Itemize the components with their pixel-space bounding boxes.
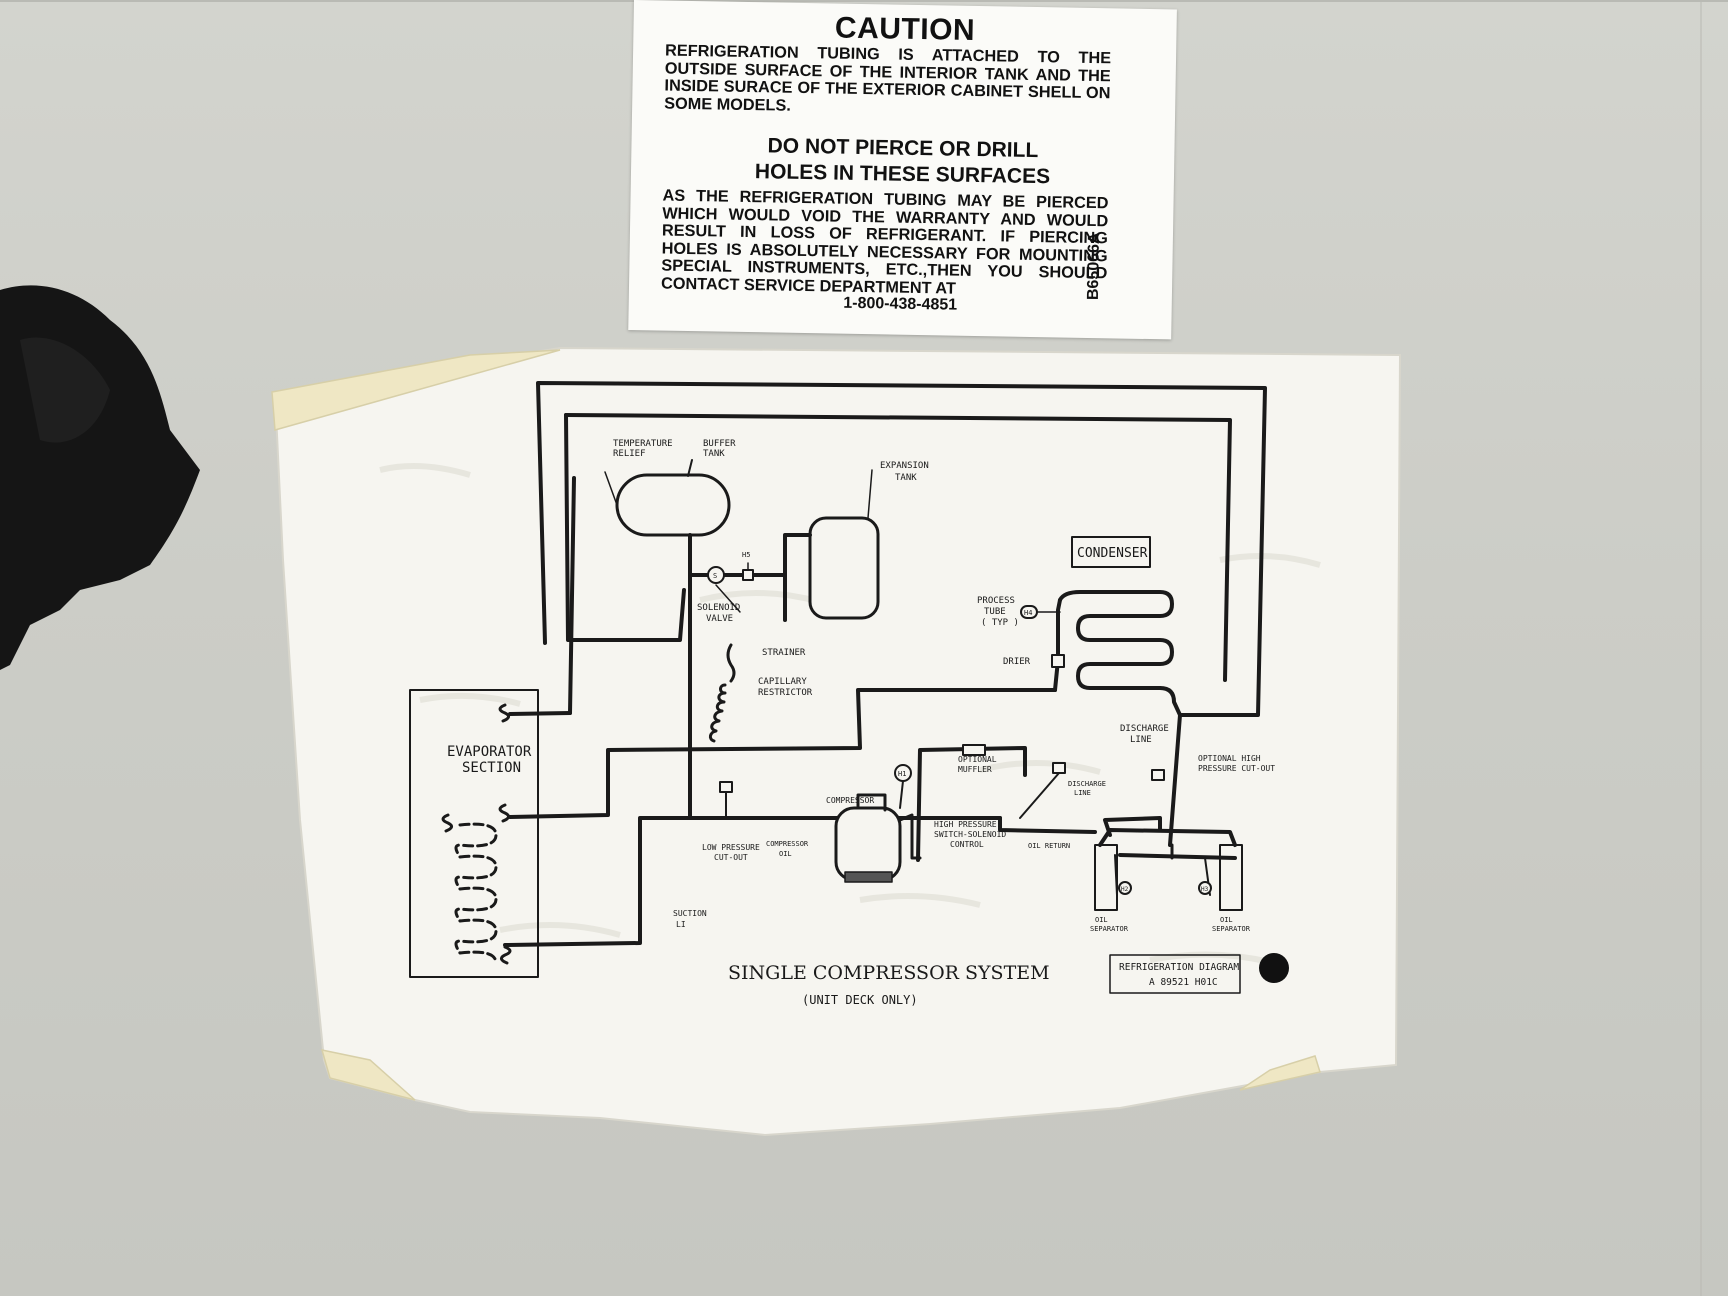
oil-separator-right [1219, 844, 1243, 911]
outer-return-line [536, 381, 1267, 847]
label-strainer: STRAINER [762, 648, 806, 658]
label-capillary-2: RESTRICTOR [758, 688, 813, 698]
expansion-tank [808, 516, 880, 620]
tape-bottom-right [1239, 1055, 1321, 1091]
label-compressor-oil: COMPRESSOR [766, 840, 809, 848]
label-compressor-oil-2: OIL [779, 850, 792, 858]
tag-h5: H5 [742, 551, 750, 559]
reference-box [1109, 954, 1241, 994]
label-optional-high-2: PRESSURE CUT-OUT [1198, 764, 1275, 773]
oil-separator-left [1094, 844, 1118, 911]
label-expansion-tank-2: TANK [895, 473, 917, 483]
panel-edge [1700, 0, 1702, 1296]
label-oil-separator-left-2: SEPARATOR [1090, 925, 1129, 933]
inner-loop-line [564, 413, 1232, 682]
label-condenser: CONDENSER [1077, 546, 1148, 561]
diagram-subtitle: (UNIT DECK ONLY) [802, 993, 918, 1007]
tag-h2: H2 [1121, 886, 1129, 893]
panel-seam [0, 0, 1728, 2]
label-optional-muffler-2: MUFFLER [958, 765, 992, 774]
label-process-tube-2: TUBE [984, 607, 1006, 617]
label-oil-separator-right-2: SEPARATOR [1212, 925, 1251, 933]
label-low-pressure: LOW PRESSURE [702, 843, 760, 852]
tag-h3: H3 [1201, 886, 1209, 893]
label-evaporator-2: SECTION [462, 760, 521, 776]
buffer-loop-line [564, 413, 686, 642]
label-discharge-line: DISCHARGE [1120, 724, 1169, 734]
label-capillary: CAPILLARY [758, 677, 807, 687]
evaporator-box [409, 689, 539, 978]
label-process-tube: PROCESS [977, 596, 1015, 606]
buffer-tank [615, 473, 731, 537]
label-temperature-relief: TEMPERATURE [613, 439, 673, 449]
label-discharge-small-2: LINE [1074, 789, 1091, 797]
label-solenoid-valve-2: VALVE [706, 614, 733, 624]
label-oil-separator-right: OIL [1220, 916, 1233, 924]
label-discharge-small: DISCHARGE [1068, 780, 1106, 788]
tape-top-left [271, 349, 561, 431]
label-optional-muffler: OPTIONAL [958, 755, 997, 764]
label-process-tube-3: ( TYP ) [981, 618, 1019, 628]
label-compressor: COMPRESSOR [826, 796, 874, 805]
diagram-title: SINGLE COMPRESSOR SYSTEM [728, 962, 1050, 984]
label-temperature-relief-2: RELIEF [613, 449, 646, 459]
diagram-reference-code: A 89521 H01C [1149, 977, 1218, 988]
label-discharge-line-2: LINE [1130, 735, 1152, 745]
compressor [834, 806, 902, 882]
label-buffer-tank-2: TANK [703, 449, 725, 459]
label-oil-separator-left: OIL [1095, 916, 1108, 924]
tag-s: S [713, 572, 717, 580]
condenser-box [1071, 536, 1151, 568]
label-evaporator: EVAPORATOR [447, 744, 532, 760]
label-buffer-tank: BUFFER [703, 439, 736, 449]
label-expansion-tank: EXPANSION [880, 461, 929, 471]
diagram-reference: REFRIGERATION DIAGRAM [1119, 962, 1239, 973]
label-suction: SUCTION [673, 909, 707, 918]
label-suction-2: LI [676, 920, 686, 929]
label-low-pressure-2: CUT-OUT [714, 853, 748, 862]
tag-h1: H1 [898, 770, 906, 778]
tag-h4: H4 [1024, 609, 1032, 617]
label-solenoid-valve: SOLENOID [697, 603, 740, 613]
mounting-dot [1259, 953, 1289, 983]
black-sealant-patch [0, 285, 200, 670]
label-drier: DRIER [1003, 657, 1031, 667]
label-optional-high: OPTIONAL HIGH [1198, 754, 1261, 763]
label-high-pressure-3: CONTROL [950, 840, 984, 849]
label-high-pressure: HIGH PRESSURE [934, 820, 997, 829]
tape-bottom-left [320, 1049, 416, 1101]
label-high-pressure-2: SWITCH-SOLENOID [934, 830, 1006, 839]
label-oil-return: OIL RETURN [1028, 842, 1070, 850]
